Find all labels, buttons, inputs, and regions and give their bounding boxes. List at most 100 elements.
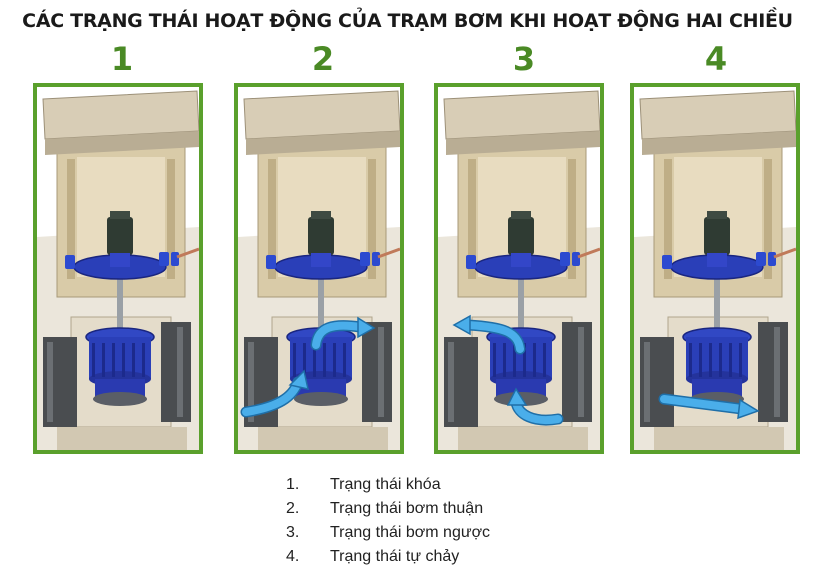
motor-cap [707, 211, 727, 219]
flow-arrow-inlet-head [506, 387, 528, 406]
pump-rib [543, 343, 546, 377]
chamber-floor [654, 427, 784, 450]
legend-index: 2. [286, 500, 300, 517]
pump-rib [699, 343, 702, 377]
legend-index: 4. [286, 548, 300, 565]
flow-arrow-outlet [312, 321, 364, 349]
chamber-floor [57, 427, 187, 450]
roof-slab-edge [45, 131, 199, 155]
right-gate [362, 322, 392, 422]
pump-rib [533, 343, 536, 377]
pump-rib [92, 343, 95, 377]
pipe-right [176, 247, 199, 259]
pump-rib [333, 343, 336, 377]
legend-index: 1. [286, 476, 300, 493]
valve-right [159, 252, 169, 266]
legend-label: Trạng thái khóa [330, 476, 441, 493]
left-gate-rib [47, 342, 53, 422]
motor-body [107, 217, 133, 255]
flow-arrow-gravity-head [737, 398, 760, 420]
right-pillar [568, 159, 576, 279]
pipe-right [377, 247, 400, 259]
right-gate [758, 322, 788, 422]
legend-item: 2.Trạng thái bơm thuận [286, 497, 490, 521]
pump-shaft [518, 262, 524, 342]
legend-list: 1. Trạng thái khóa 2.Trạng thái bơm thuận… [286, 473, 490, 569]
valve-right-2 [171, 252, 179, 266]
chamber-floor [458, 427, 588, 450]
right-gate-rib [177, 327, 183, 417]
left-gate-rib [248, 342, 254, 422]
pump-shaft [117, 262, 123, 342]
panel-state-gravity-flow [630, 83, 800, 454]
left-gate-rib [644, 342, 650, 422]
flange-hub [311, 253, 331, 267]
roof-slab-edge [246, 131, 400, 155]
motor-body [704, 217, 730, 255]
flow-arrow-outlet [464, 321, 524, 353]
valve-left [662, 255, 672, 269]
pump-rib [523, 343, 526, 377]
pump-rib [729, 343, 732, 377]
pump-shaft [318, 262, 324, 342]
pump-station-illustration-1 [37, 87, 199, 450]
pump-rib [689, 343, 692, 377]
pump-shaft [714, 262, 720, 342]
flange-hub [511, 253, 531, 267]
flow-arrow-gravity [660, 395, 746, 413]
diagram-title: CÁC TRẠNG THÁI HOẠT ĐỘNG CỦA TRẠM BƠM KH… [22, 10, 793, 32]
panel-state-locked [33, 83, 203, 454]
legend-item: 3.Trạng thái bơm ngược [286, 521, 490, 545]
legend-item: 1. Trạng thái khóa [286, 473, 490, 497]
right-pillar [368, 159, 376, 279]
legend-label: Trạng thái bơm ngược [330, 524, 491, 541]
valve-right [756, 252, 766, 266]
flange-hub [110, 253, 130, 267]
pump-rib [112, 343, 115, 377]
pump-rib [709, 343, 712, 377]
roof-slab-edge [446, 131, 600, 155]
flange-hub [707, 253, 727, 267]
right-pillar [764, 159, 772, 279]
valve-right-2 [372, 252, 380, 266]
pump-rib [503, 343, 506, 377]
panel-state-reverse-pumping [434, 83, 604, 454]
roof-slab-top [443, 90, 600, 140]
pump-intake [294, 392, 348, 406]
pump-rib [132, 343, 135, 377]
right-gate [161, 322, 191, 422]
right-pillar [167, 159, 175, 279]
flow-arrow-inlet-head [288, 369, 309, 390]
right-gate-rib [774, 327, 780, 417]
pump-rib [719, 343, 722, 377]
right-gate-rib [578, 327, 584, 417]
motor-body [508, 217, 534, 255]
right-gate-rib [378, 327, 384, 417]
roof-slab-top [243, 90, 400, 140]
pump-station-illustration-4 [634, 87, 796, 450]
pump-station-illustration-3 [438, 87, 600, 450]
pump-intake [93, 392, 147, 406]
pump-rib [142, 343, 145, 377]
motor-cap [110, 211, 130, 219]
pump-rib [323, 343, 326, 377]
pipe-right [773, 247, 796, 259]
pump-rib [493, 343, 496, 377]
motor-cap [511, 211, 531, 219]
valve-right-2 [768, 252, 776, 266]
pump-rib [122, 343, 125, 377]
legend-label: Trạng thái tự chảy [330, 548, 460, 565]
pump-rib [739, 343, 742, 377]
pump-rib [102, 343, 105, 377]
roof-slab-top [639, 90, 796, 140]
pump-rib [303, 343, 306, 377]
flow-arrow-outlet-head [357, 316, 376, 339]
right-gate [562, 322, 592, 422]
panel-number-2: 2 [311, 40, 335, 78]
panel-number-3: 3 [512, 40, 536, 78]
left-pillar [268, 159, 276, 279]
pump-rib [293, 343, 296, 377]
left-gate-rib [448, 342, 454, 422]
left-pillar [468, 159, 476, 279]
motor-cap [311, 211, 331, 219]
